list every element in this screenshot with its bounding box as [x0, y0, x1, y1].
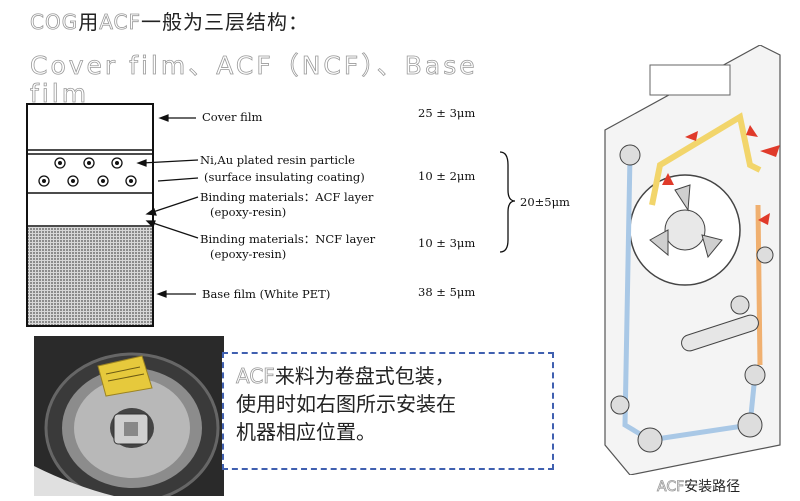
- caption-acf: ACF: [657, 479, 685, 496]
- total-thickness: 20±5μm: [520, 195, 570, 209]
- particle-cores: [42, 161, 133, 183]
- layer-value-base-film: 38 ± 5μm: [418, 285, 476, 299]
- reel-hub: [664, 209, 706, 251]
- layer-sub-acf: (epoxy-resin): [210, 205, 287, 219]
- layer-label-acf: Binding materials：ACF layer: [200, 190, 374, 204]
- title-acf: ACF: [99, 10, 142, 35]
- layer-label-base-film: Base film (White PET): [202, 287, 331, 301]
- machine-block: [649, 64, 731, 96]
- layer-sub-particle: (surface insulating coating): [204, 170, 365, 184]
- total-brace: [499, 151, 516, 253]
- machine-path-diagram: [604, 45, 781, 475]
- path-orange: [755, 204, 763, 366]
- layer-value-ncf: 10 ± 3μm: [418, 236, 476, 250]
- layer-label-particle: Ni,Au plated resin particle: [200, 153, 355, 167]
- installation-note: ACF来料为卷盘式包装， 使用时如右图所示安装在 机器相应位置。: [222, 352, 554, 470]
- tension-arm: [681, 314, 759, 352]
- red-arrows: [662, 125, 780, 225]
- layer-label-ncf: Binding materials：NCF layer: [200, 232, 376, 246]
- layer-value-cover-film: 25 ± 3μm: [418, 106, 476, 120]
- path-yellow: [649, 112, 762, 206]
- title-yong: 用: [78, 10, 100, 34]
- rollers: [610, 144, 774, 453]
- page-subtitle: Cover film、ACF（NCF）、Base film: [30, 51, 478, 108]
- acf-reel-photo: [34, 336, 224, 496]
- caption-text: 安装路径: [684, 479, 741, 495]
- reel-photo-art: [34, 336, 224, 496]
- figure-caption: ACF安装路径: [657, 476, 741, 496]
- layer-label-cover-film: Cover film: [202, 110, 263, 124]
- title-rest: 一般为三层结构：: [141, 10, 310, 34]
- layer-value-acf: 10 ± 2μm: [418, 169, 476, 183]
- layer-structure-diagram: [26, 103, 516, 327]
- note-line3: 机器相应位置。: [236, 420, 376, 444]
- page-title: COG用ACF一般为三层结构：: [30, 6, 309, 35]
- title-cog: COG: [30, 10, 79, 35]
- leader-arrows: [136, 114, 199, 298]
- base-film-layer: [28, 227, 152, 325]
- note-line1: 来料为卷盘式包装，: [274, 364, 455, 388]
- resin-particles: [38, 157, 137, 187]
- note-line2: 使用时如右图所示安装在: [236, 392, 456, 416]
- note-acf: ACF: [236, 364, 276, 389]
- layer-sub-ncf: (epoxy-resin): [210, 247, 287, 261]
